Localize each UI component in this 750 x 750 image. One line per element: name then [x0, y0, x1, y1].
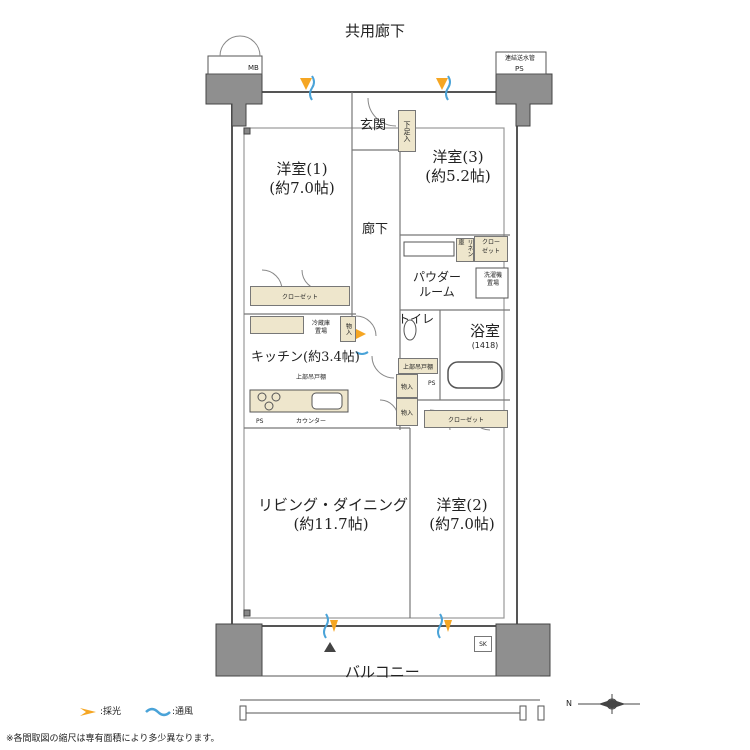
washer-space: 洗濯機 置場	[480, 272, 506, 287]
bathtub	[447, 361, 503, 389]
fridge-space-line2: 置場	[314, 327, 327, 335]
powder-room-line2: ルーム	[419, 285, 455, 299]
compass-north: N	[566, 699, 572, 708]
toilet-label: トイレ	[398, 312, 435, 326]
western-room-2-name: 洋室(2)	[436, 496, 488, 514]
kitchen-label: キッチン(約3.4帖)	[251, 350, 360, 365]
ps-top-note: 連結送水管	[505, 55, 536, 62]
closet-western-1: クローゼット	[250, 286, 350, 306]
ps-top-label: PS	[515, 65, 524, 73]
closet-western-3-line2: ゼット	[481, 248, 500, 255]
closet-western-2: クローゼット	[424, 410, 508, 428]
balcony-label: バルコニー	[345, 663, 420, 681]
living-size: (約11.7帖)	[293, 514, 369, 533]
linen-closet: リネン庫	[456, 238, 474, 262]
ps-kitchen: PS	[256, 418, 264, 425]
western-room-1-name: 洋室(1)	[276, 160, 328, 178]
entry-marker	[324, 642, 336, 652]
legend-wind: :通風	[172, 707, 194, 717]
closet-western-3-line1: クロー	[481, 239, 500, 246]
bath-room: 浴室 (1418)	[460, 322, 510, 351]
western-room-2: 洋室(2) (約7.0帖)	[416, 496, 508, 534]
entrance-label: 玄関	[360, 118, 387, 133]
western-room-3-name: 洋室(3)	[432, 148, 484, 166]
living-dining: リビング・ダイニング (約11.7帖)	[258, 496, 409, 534]
washer-space-line1: 洗濯機	[483, 272, 502, 279]
legend-symbols	[80, 707, 171, 717]
fridge-space: 冷蔵庫 置場	[304, 320, 338, 335]
ps-toilet: PS	[428, 380, 436, 387]
bath-size: (1418)	[471, 340, 499, 350]
storage-toilet-1: 物入	[396, 374, 418, 398]
window-marks	[300, 75, 452, 639]
powder-room-line1: パウダー	[412, 270, 461, 284]
closet-western-3: クロー ゼット	[474, 236, 508, 262]
corridor-label: 共用廊下	[345, 22, 406, 40]
fridge-counter	[250, 316, 304, 334]
sk-label: SK	[474, 636, 492, 652]
western-room-3: 洋室(3) (約5.2帖)	[412, 148, 504, 186]
kitchen-upper-cabinet: 上部吊戸棚	[296, 374, 327, 381]
western-room-1: 洋室(1) (約7.0帖)	[258, 160, 346, 198]
living-name: リビング・ダイニング	[258, 496, 409, 514]
washer-space-line2: 置場	[486, 279, 499, 287]
storage-kitchen: 物入	[340, 316, 356, 342]
counter-label: カウンター	[296, 418, 327, 425]
fridge-space-line1: 冷蔵庫	[311, 320, 330, 327]
mb-label: MB	[248, 64, 259, 72]
western-room-3-size: (約5.2帖)	[425, 166, 491, 185]
footnote: ※各間取図の縮尺は専有面積により多少異なります。	[6, 734, 220, 744]
powder-room: パウダー ルーム	[406, 270, 468, 300]
bath-name: 浴室	[469, 322, 500, 340]
legend-light: :採光	[100, 707, 122, 717]
western-room-2-size: (約7.0帖)	[429, 514, 495, 533]
toilet-upper-cabinet: 上部吊戸棚	[398, 358, 438, 374]
compass-rose	[578, 694, 640, 714]
storage-toilet-2: 物入	[396, 398, 418, 426]
shoe-storage: 下足入	[398, 110, 416, 152]
western-room-1-size: (約7.0帖)	[269, 178, 335, 197]
hallway-label: 廊下	[362, 222, 389, 237]
